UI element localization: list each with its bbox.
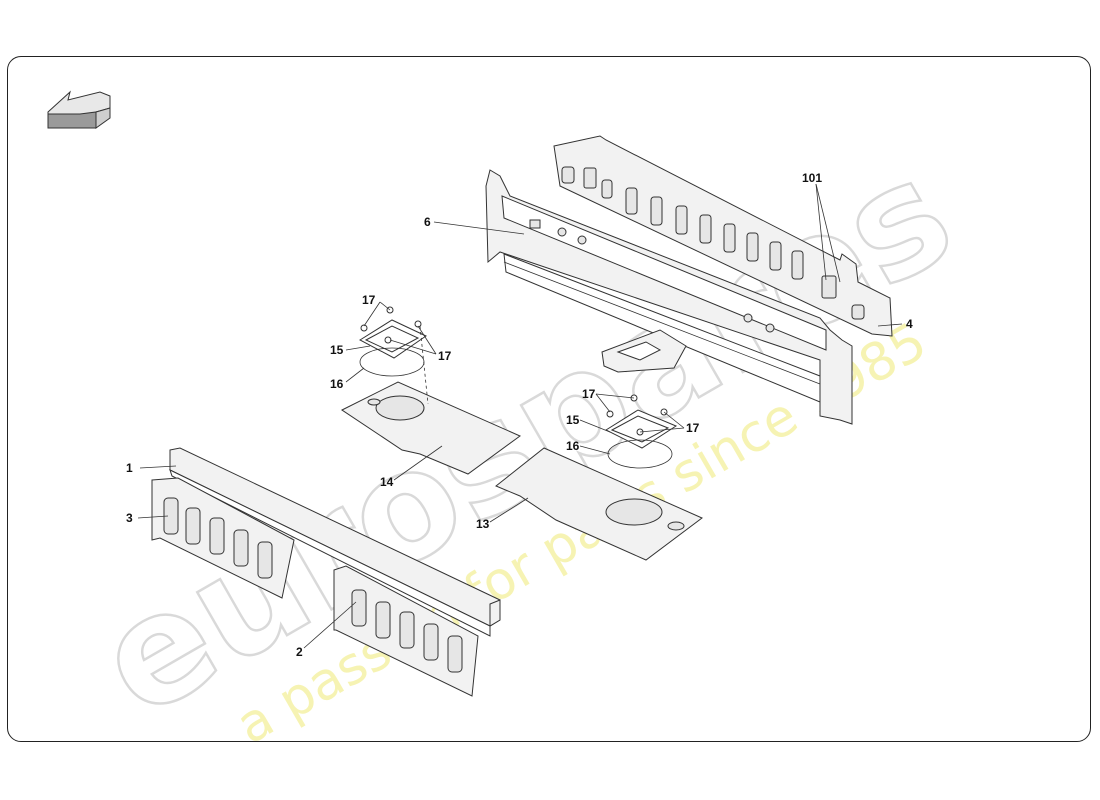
callout-15-left: 15 bbox=[330, 343, 344, 357]
part-4-vents bbox=[561, 166, 865, 320]
callout-101: 101 bbox=[802, 171, 822, 185]
callout-17-top: 17 bbox=[362, 293, 376, 307]
part-14-floor-plate bbox=[341, 381, 521, 475]
callout-17-left-side: 17 bbox=[438, 349, 452, 363]
callout-6: 6 bbox=[424, 215, 431, 229]
crossmember-bracket bbox=[601, 329, 687, 373]
callout-16-right: 16 bbox=[566, 439, 580, 453]
callout-13: 13 bbox=[476, 517, 490, 531]
callout-3: 3 bbox=[126, 511, 133, 525]
part-3-vented-panel bbox=[151, 477, 295, 599]
callout-labels: 6 4 101 1 3 2 14 13 15 16 17 17 17 17 15… bbox=[126, 171, 913, 659]
callout-2: 2 bbox=[296, 645, 303, 659]
leader-lines bbox=[137, 183, 903, 649]
diagram-frame bbox=[7, 56, 1091, 742]
back-arrow-icon[interactable] bbox=[47, 90, 111, 129]
part-2-vented-panel bbox=[333, 565, 479, 697]
callout-17-right-top: 17 bbox=[582, 387, 596, 401]
part-4-rear-panel bbox=[553, 135, 893, 337]
callout-16-left: 16 bbox=[330, 377, 344, 391]
part-1-beam bbox=[169, 447, 501, 637]
callout-4: 4 bbox=[906, 317, 913, 331]
callout-1: 1 bbox=[126, 461, 133, 475]
callout-17-right-side: 17 bbox=[686, 421, 700, 435]
callout-14: 14 bbox=[380, 475, 394, 489]
part-6-crossmember bbox=[485, 169, 853, 425]
callout-15-right: 15 bbox=[566, 413, 580, 427]
seal-group-left bbox=[358, 319, 428, 377]
part-13-floor-plate bbox=[495, 447, 703, 561]
